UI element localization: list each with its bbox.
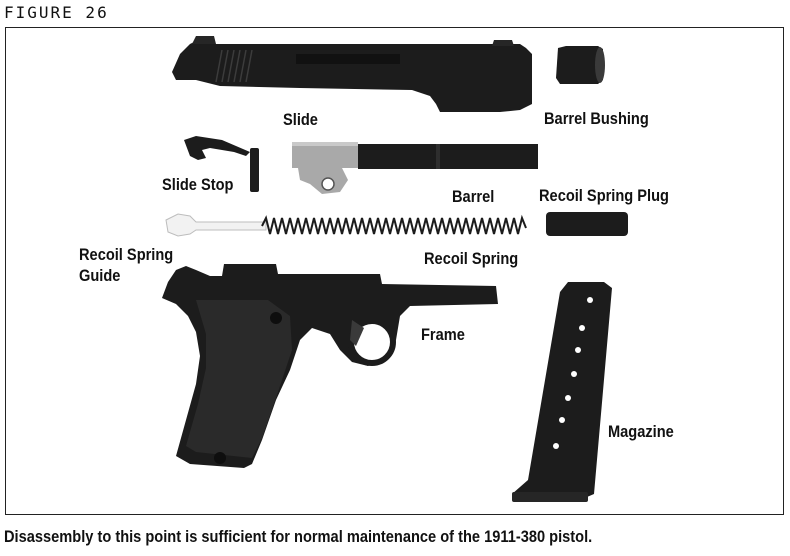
label-slide: Slide bbox=[283, 110, 318, 129]
figure-title: FIGURE 26 bbox=[4, 3, 109, 22]
label-slide-stop: Slide Stop bbox=[162, 175, 234, 194]
label-barrel: Barrel bbox=[452, 187, 495, 206]
label-recoil-spring: Recoil Spring bbox=[424, 249, 519, 268]
frame-part bbox=[162, 264, 498, 468]
recoil-spring-part bbox=[261, 214, 527, 235]
magazine-part bbox=[512, 282, 612, 502]
label-recoil-spring-plug: Recoil Spring Plug bbox=[539, 186, 669, 205]
slide-stop-part bbox=[184, 136, 259, 192]
label-recoil-spring-guide-line1: Recoil Spring bbox=[79, 245, 174, 264]
barrel-part bbox=[292, 142, 538, 194]
label-magazine: Magazine bbox=[608, 422, 674, 441]
label-recoil-spring-guide-line2: Guide bbox=[79, 266, 121, 285]
barrel-bushing-part bbox=[556, 46, 605, 84]
figure-frame bbox=[5, 27, 784, 515]
label-frame: Frame bbox=[421, 325, 465, 344]
label-barrel-bushing: Barrel Bushing bbox=[544, 109, 649, 128]
figure-caption: Disassembly to this point is sufficient … bbox=[4, 527, 593, 546]
recoil-spring-plug-part bbox=[546, 212, 628, 236]
slide-part bbox=[172, 36, 532, 112]
recoil-spring-guide-part bbox=[165, 213, 267, 237]
